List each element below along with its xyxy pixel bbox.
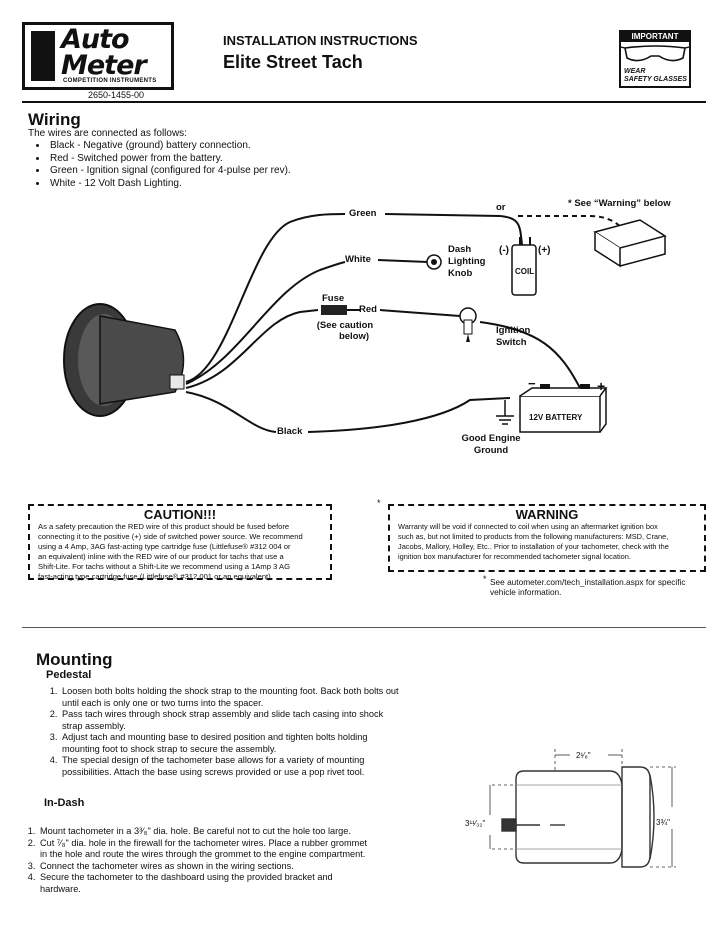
label-black: Black	[277, 426, 303, 437]
coil-icon	[511, 237, 537, 296]
label-ign-2: Switch	[496, 337, 527, 348]
header-rule	[22, 101, 706, 103]
warning-box: WARNING Warranty will be void if connect…	[388, 504, 706, 572]
warning-text: Warranty will be void if connected to co…	[390, 522, 704, 562]
warning-star: *	[377, 498, 381, 508]
note-star: *	[483, 574, 487, 584]
safety-important: IMPORTANT	[621, 32, 689, 42]
wire-red: Red - Switched power from the battery.	[48, 153, 291, 166]
caution-line: an equivalent) inline with the RED wire …	[38, 552, 284, 561]
product-title: Elite Street Tach	[223, 52, 363, 72]
wiring-diagram	[63, 213, 667, 433]
caution-line: fast-acting type cartridge fuse (Littlef…	[38, 572, 273, 581]
note-line-2: vehicle information.	[490, 587, 562, 597]
coil-positive: (+)	[538, 245, 551, 256]
wiring-list: Black - Negative (ground) battery connec…	[30, 140, 291, 190]
wiring-heading: Wiring	[28, 110, 81, 129]
warning-line: ignition box manufacturer for recommende…	[398, 552, 631, 561]
label-red: Red	[359, 304, 377, 315]
battery-positive: +	[597, 378, 606, 394]
label-see-caution-1: (See caution	[316, 320, 374, 331]
label-ign-1: Ignition	[496, 325, 531, 336]
part-number: 2650-1455-00	[88, 90, 145, 100]
label-dash-lighting: Dash Lighting Knob	[448, 244, 485, 280]
gauge-side-view-icon	[501, 766, 655, 868]
label-dash-1: Dash	[448, 244, 472, 255]
wiring-intro: The wires are connected as follows:	[28, 128, 187, 139]
ground-icon	[496, 400, 514, 425]
indash-step: Cut ⁷⁄₈" dia. hole in the firewall for t…	[38, 838, 368, 861]
dimension-drawing	[489, 749, 676, 868]
label-fuse: Fuse	[322, 293, 345, 304]
safety-glasses-icon	[620, 45, 690, 62]
pedestal-step: Loosen both bolts holding the shock stra…	[60, 686, 400, 709]
fuse-icon	[321, 305, 347, 315]
ignition-switch-icon	[459, 307, 477, 342]
tachometer-icon	[63, 303, 185, 417]
pedestal-step: The special design of the tachometer bas…	[60, 755, 400, 778]
caution-line: connecting it to the positive (+) side o…	[38, 532, 303, 541]
label-ignition-switch: Ignition Switch	[496, 325, 530, 349]
label-dash-2: Lighting	[448, 256, 486, 267]
safety-line-2: SAFETY GLASSES	[624, 76, 687, 83]
battery-negative: −	[528, 376, 536, 391]
dash-lighting-knob-icon	[426, 254, 442, 270]
mounting-heading: Mounting	[36, 650, 113, 669]
dim-face-diameter: 3¾"	[656, 818, 670, 827]
label-see-caution-2: below)	[338, 331, 370, 342]
pedestal-steps: Loosen both bolts holding the shock stra…	[40, 686, 400, 778]
label-see-caution: (See caution below)	[312, 320, 378, 342]
caution-text: As a safety precaution the RED wire of t…	[30, 522, 330, 582]
battery-icon	[519, 384, 608, 433]
indash-step: Connect the tachometer wires as shown in…	[38, 861, 368, 873]
caution-line: As a safety precaution the RED wire of t…	[38, 522, 290, 531]
indash-heading: In-Dash	[44, 797, 85, 809]
pedestal-step: Pass tach wires through shock strap asse…	[60, 709, 400, 732]
warning-line: such as, but not limited to products fro…	[398, 532, 669, 541]
note-line-1: See autometer.com/tech_installation.aspx…	[490, 577, 686, 587]
safety-text: WEAR SAFETY GLASSES	[624, 68, 687, 84]
auto-meter-logo: Auto Meter COMPETITION INSTRUMENTS	[22, 22, 174, 90]
coil-label: COIL	[515, 267, 535, 276]
indash-steps: Mount tachometer in a 3³⁄₈" dia. hole. B…	[18, 826, 368, 895]
dim-body-diameter: 3¹¹⁄₃₂"	[465, 819, 486, 828]
logo-mark-icon	[31, 31, 55, 81]
safety-line-1: WEAR	[624, 68, 646, 75]
label-good-ground: Good Engine Ground	[456, 433, 526, 457]
doc-type: INSTALLATION INSTRUCTIONS	[223, 33, 418, 48]
label-or: or	[496, 202, 506, 213]
label-dash-3: Knob	[448, 268, 473, 279]
warning-title: WARNING	[515, 507, 579, 522]
coil-negative: (-)	[499, 245, 509, 256]
pedestal-heading: Pedestal	[46, 669, 92, 681]
section-divider	[22, 627, 706, 628]
pedestal-step: Adjust tach and mounting base to desired…	[60, 732, 400, 755]
indash-step: Secure the tachometer to the dashboard u…	[38, 872, 368, 895]
logo-line-2: Meter	[61, 50, 147, 81]
logo-subtitle: COMPETITION INSTRUMENTS	[63, 78, 157, 84]
wire-green: Green - Ignition signal (configured for …	[48, 165, 291, 178]
logo-wordmark: Auto Meter	[61, 24, 147, 81]
indash-step: Mount tachometer in a 3³⁄₈" dia. hole. B…	[38, 826, 368, 838]
label-white: White	[345, 254, 371, 265]
label-green: Green	[349, 208, 377, 219]
warning-line: Warranty will be void if connected to co…	[398, 522, 658, 531]
label-see-warning: * See “Warning” below	[568, 198, 671, 209]
label-ground-2: Ground	[473, 445, 509, 456]
caution-line: Shift-Lite. For tachs without a Shift-Li…	[38, 562, 290, 571]
warning-line: Jacobs, Mallory, Holley, Etc.. Prior to …	[398, 542, 669, 551]
label-ground-1: Good Engine	[461, 433, 521, 444]
caution-title: CAUTION!!!	[143, 507, 217, 522]
dim-depth: 2¹⁄₈"	[576, 751, 591, 760]
caution-box: CAUTION!!! As a safety precaution the RE…	[28, 504, 332, 582]
caution-line: using a 4 Amp, 3AG fast-acting type cart…	[38, 542, 291, 551]
battery-label: 12V BATTERY	[529, 413, 583, 422]
ignition-box-icon	[593, 219, 667, 268]
safety-glasses-badge: IMPORTANT WEAR SAFETY GLASSES	[619, 30, 691, 88]
logo-line-1: Auto	[61, 24, 130, 55]
website-note: See autometer.com/tech_installation.aspx…	[490, 577, 720, 597]
wire-white: White - 12 Volt Dash Lighting.	[48, 178, 291, 191]
wire-black: Black - Negative (ground) battery connec…	[48, 140, 291, 153]
